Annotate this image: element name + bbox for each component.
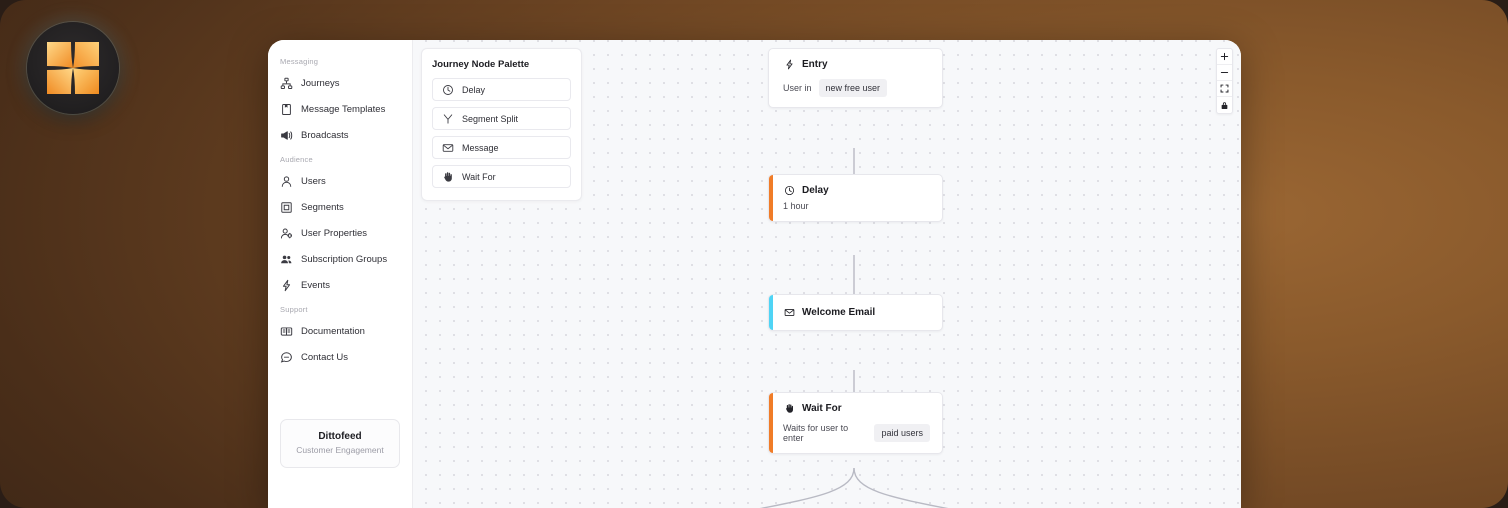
four-point-star-logo-icon <box>45 40 101 96</box>
sidebar-item-label: User Properties <box>301 227 367 239</box>
sidebar-item-label: Contact Us <box>301 351 348 363</box>
users-icon <box>280 175 293 188</box>
node-header: Entry <box>783 58 930 70</box>
segments-icon <box>280 201 293 214</box>
envelope-icon <box>442 142 454 154</box>
node-segment-chip[interactable]: paid users <box>874 424 930 442</box>
node-subtitle: 1 hour <box>783 201 809 211</box>
sidebar-item-users[interactable]: Users <box>268 168 412 194</box>
flow-node-delay[interactable]: Delay 1 hour <box>768 174 943 222</box>
sidebar-item-broadcasts[interactable]: Broadcasts <box>268 122 412 148</box>
sidebar-item-label: Journeys <box>301 77 340 89</box>
journeys-icon <box>280 77 293 90</box>
node-body-text: Waits for user to enter <box>783 423 849 443</box>
sidebar-item-subscription-groups[interactable]: Subscription Groups <box>268 246 412 272</box>
sidebar-item-user-properties[interactable]: User Properties <box>268 220 412 246</box>
sidebar-item-label: Message Templates <box>301 103 386 115</box>
sidebar-item-label: Documentation <box>301 325 365 337</box>
hand-icon <box>783 402 795 414</box>
sidebar-section-messaging-label: Messaging <box>280 57 319 66</box>
sidebar-item-label: Users <box>301 175 326 187</box>
palette-item-segment-split[interactable]: Segment Split <box>432 107 571 130</box>
broadcasts-icon <box>280 129 293 142</box>
node-title: Entry <box>802 58 828 70</box>
node-title: Welcome Email <box>802 306 876 318</box>
node-accent-bar <box>769 295 773 330</box>
message-templates-icon <box>280 103 293 116</box>
hand-icon <box>442 171 454 183</box>
flow-node-wait-for[interactable]: Wait For Waits for user to enter paid us… <box>768 392 943 454</box>
node-segment-chip[interactable]: new free user <box>818 79 888 97</box>
envelope-icon <box>783 306 795 318</box>
palette-item-label: Message <box>462 142 499 153</box>
sidebar-item-message-templates[interactable]: Message Templates <box>268 96 412 122</box>
sidebar-section-audience-label: Audience <box>280 155 313 164</box>
brand-name: Dittofeed <box>318 431 362 442</box>
split-icon <box>442 113 454 125</box>
subscription-groups-icon <box>280 253 293 266</box>
sidebar-item-label: Segments <box>301 201 344 213</box>
contact-us-icon <box>280 351 293 364</box>
sidebar-item-label: Broadcasts <box>301 129 349 141</box>
node-header: Delay <box>783 184 930 196</box>
node-content: Wait For Waits for user to enter paid us… <box>769 393 942 453</box>
sidebar-item-journeys[interactable]: Journeys <box>268 70 412 96</box>
clock-icon <box>783 184 795 196</box>
palette-item-message[interactable]: Message <box>432 136 571 159</box>
palette-item-wait-for[interactable]: Wait For <box>432 165 571 188</box>
journey-node-palette: Journey Node Palette Delay <box>421 48 582 201</box>
canvas-controls <box>1216 48 1233 114</box>
brand-card: Dittofeed Customer Engagement <box>280 419 400 468</box>
brand-tagline: Customer Engagement <box>296 445 384 455</box>
flow-node-welcome-email[interactable]: Welcome Email <box>768 294 943 331</box>
node-body: Waits for user to enter paid users <box>783 423 930 443</box>
bolt-icon <box>783 58 795 70</box>
node-body: User in new free user <box>783 79 930 97</box>
documentation-icon <box>280 325 293 338</box>
clock-icon <box>442 84 454 96</box>
sidebar-item-events[interactable]: Events <box>268 272 412 298</box>
sidebar-item-label: Subscription Groups <box>301 253 388 265</box>
sidebar-item-documentation[interactable]: Documentation <box>268 318 412 344</box>
node-accent-bar <box>769 175 773 221</box>
app-window: Messaging Journeys <box>268 40 1241 508</box>
zoom-in-button[interactable] <box>1217 49 1232 65</box>
journey-canvas[interactable]: Journey Node Palette Delay <box>413 40 1241 508</box>
node-header: Welcome Email <box>783 306 930 318</box>
zoom-out-button[interactable] <box>1217 65 1232 81</box>
node-header: Wait For <box>783 402 930 414</box>
user-properties-icon <box>280 227 293 240</box>
node-content: Delay 1 hour <box>769 175 942 221</box>
sidebar: Messaging Journeys <box>268 40 413 508</box>
sidebar-item-contact-us[interactable]: Contact Us <box>268 344 412 370</box>
palette-item-label: Delay <box>462 84 486 95</box>
node-content: Welcome Email <box>769 295 942 330</box>
sidebar-section-support-label: Support <box>280 305 308 314</box>
node-body-text: User in <box>783 83 812 93</box>
palette-title: Journey Node Palette <box>432 59 530 70</box>
palette-item-delay[interactable]: Delay <box>432 78 571 101</box>
palette-item-label: Wait For <box>462 171 496 182</box>
palette-item-label: Segment Split <box>462 113 519 124</box>
node-content: Entry User in new free user <box>769 49 942 107</box>
lock-button[interactable] <box>1217 97 1232 113</box>
node-title: Wait For <box>802 402 842 414</box>
flow-node-entry[interactable]: Entry User in new free user <box>768 48 943 108</box>
node-title: Delay <box>802 184 829 196</box>
node-accent-bar <box>769 393 773 453</box>
sidebar-item-label: Events <box>301 279 331 291</box>
events-icon <box>280 279 293 292</box>
fit-view-button[interactable] <box>1217 81 1232 97</box>
app-logo-badge <box>27 22 119 114</box>
sidebar-item-segments[interactable]: Segments <box>268 194 412 220</box>
